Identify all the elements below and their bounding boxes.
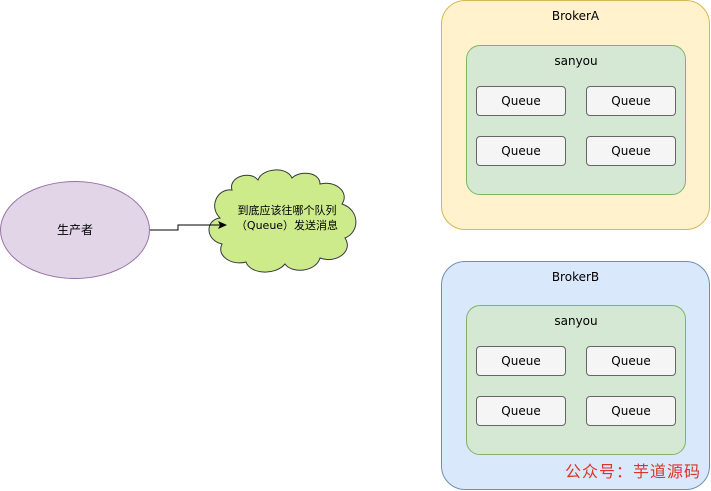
broker-b-title: BrokerB [551, 270, 600, 284]
question-cloud-text: 到底应该往哪个队列 （Queue）发送消息 [212, 203, 362, 233]
broker-a-queue-3: Queue [476, 136, 566, 166]
producer-label: 生产者 [56, 223, 93, 237]
broker-b-queue-1: Queue [476, 346, 566, 376]
producer-node: 生产者 [0, 181, 150, 279]
cloud-shape [208, 169, 357, 273]
broker-b-topic: sanyou Queue Queue Queue Queue [466, 305, 686, 455]
broker-a-topic: sanyou Queue Queue Queue Queue [466, 45, 686, 195]
broker-a-queue-1: Queue [476, 86, 566, 116]
broker-b: BrokerB sanyou Queue Queue Queue Queue [441, 261, 710, 490]
broker-a: BrokerA sanyou Queue Queue Queue Queue [441, 0, 710, 230]
question-line-2: （Queue）发送消息 [235, 219, 339, 232]
broker-a-title: BrokerA [551, 9, 600, 23]
broker-b-queue-2: Queue [586, 346, 676, 376]
broker-b-topic-title: sanyou [554, 314, 598, 328]
producer-to-cloud-arrow [150, 221, 227, 231]
broker-b-queue-4: Queue [586, 396, 676, 426]
watermark: 公众号：芋道源码 [564, 462, 701, 481]
broker-a-queue-2: Queue [586, 86, 676, 116]
broker-a-queue-4: Queue [586, 136, 676, 166]
broker-a-topic-title: sanyou [554, 54, 598, 68]
question-line-1: 到底应该往哪个队列 [237, 204, 337, 217]
broker-b-queue-3: Queue [476, 396, 566, 426]
